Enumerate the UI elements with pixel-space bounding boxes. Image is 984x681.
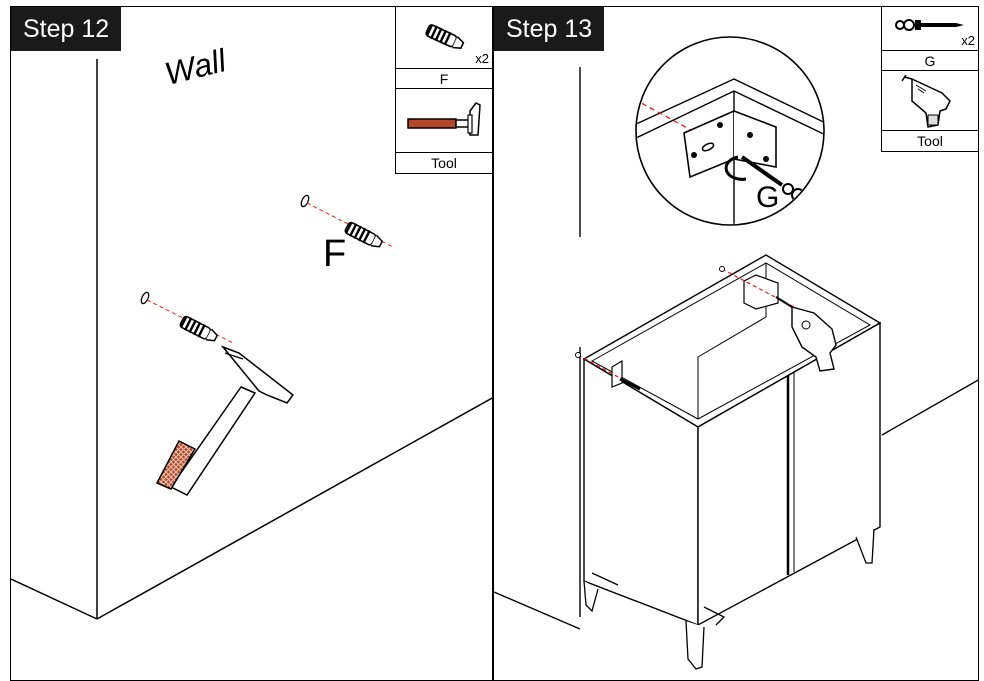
- part-g-cell: x2: [882, 7, 978, 51]
- drill-icon: [901, 74, 951, 128]
- callout-f: F: [323, 233, 347, 275]
- cabinet-drawing: [575, 254, 882, 670]
- drill-hole: [300, 194, 310, 208]
- tool-label: Tool: [431, 155, 457, 171]
- floor-right-line: [881, 379, 978, 436]
- part-f-cell: x2: [396, 7, 492, 69]
- floor-left-line: [494, 591, 581, 630]
- floor-line: [96, 397, 492, 620]
- wall-anchor-icon: [344, 221, 384, 248]
- wall-anchor-icon: [425, 24, 465, 50]
- step-13-label: Step 13: [494, 7, 605, 51]
- step-13-panel: Step 13 x2 G Tool: [493, 6, 979, 681]
- part-f-label: F: [396, 69, 492, 89]
- screw-icon: [895, 19, 964, 31]
- floor-left-line: [11, 578, 98, 620]
- tool-label: Tool: [917, 133, 943, 149]
- drill-icon: [775, 296, 837, 372]
- step-12-label: Step 12: [11, 7, 122, 51]
- detail-magnifier: [635, 36, 825, 226]
- wall-anchor-icon: [179, 315, 219, 342]
- part-f-qty: x2: [475, 51, 489, 66]
- hammer-icon: [407, 102, 481, 136]
- callout-g: G: [756, 181, 780, 214]
- guide-line: [146, 299, 234, 344]
- part-g-qty: x2: [961, 33, 975, 48]
- step-12-panel: Step 12 x2 F: [10, 6, 493, 681]
- tool-hammer-cell: [396, 89, 492, 153]
- part-g-label: G: [882, 51, 978, 71]
- drill-hole: [140, 291, 150, 305]
- step-12-parts-box: x2 F Tool: [395, 7, 492, 174]
- step-13-cabinet-scene: [494, 36, 978, 670]
- hammer-icon: [155, 345, 295, 496]
- step-12-wall-scene: [11, 59, 492, 620]
- step-13-parts-box: x2 G Tool: [881, 7, 978, 152]
- tool-drill-cell: [882, 71, 978, 131]
